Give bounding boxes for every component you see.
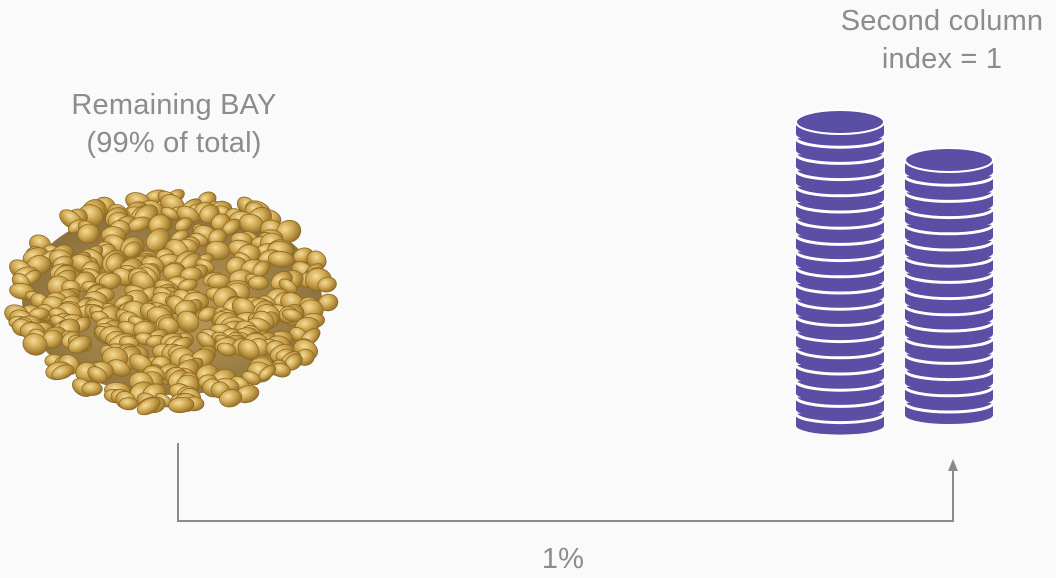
remaining-bay-label: Remaining BAY (99% of total) <box>24 86 324 162</box>
transfer-percent-label: 1% <box>541 543 585 575</box>
second-column-label: Second column index = 1 <box>812 2 1056 78</box>
second-column-index: index = 1 <box>881 43 1003 75</box>
arrow-head-icon <box>948 459 958 471</box>
coin-stack-right-icon <box>903 147 995 424</box>
remaining-bay-subtitle: (99% of total) <box>86 127 262 159</box>
coin-stack-left-icon <box>794 109 886 435</box>
second-column-title: Second column <box>840 5 1044 37</box>
arrow-line <box>177 443 954 522</box>
gold-coin-pile-icon <box>4 189 339 416</box>
transfer-arrow <box>177 443 958 522</box>
remaining-bay-title: Remaining BAY <box>71 89 277 121</box>
